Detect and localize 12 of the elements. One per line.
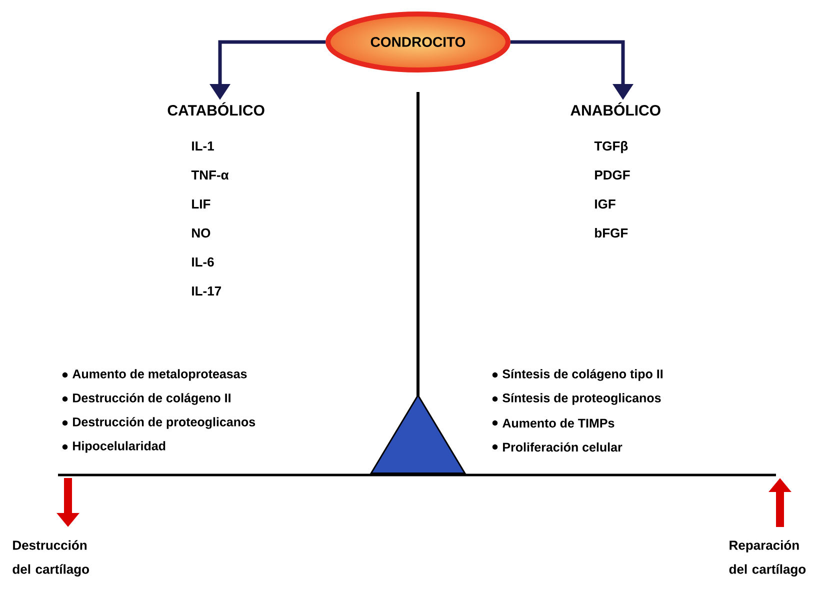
outcome-label: Destrucción del cartílago: [12, 540, 89, 576]
bullet-item: Síntesis de proteoglicanos: [492, 393, 661, 405]
bullet-item: Hipocelularidad: [62, 441, 166, 453]
bullet-item: Síntesis de colágeno tipo II: [492, 369, 662, 381]
bullet-item: Aumento de metaloproteasas: [62, 369, 247, 381]
bullet-item: Destrucción de proteoglicanos: [62, 417, 256, 429]
mediator-list: CATABÓLICO IL-1 TNF-α LIF NO IL-6 IL-17: [168, 102, 264, 296]
bullet-item: Destrucción de colágeno II: [62, 393, 230, 405]
bullet-item: Proliferación celular: [492, 442, 622, 452]
mediator-list: ANABÓLICO TGFβ PDGF IGF bFGF: [570, 102, 660, 238]
outcome-label: Reparación del cartílago: [729, 540, 806, 576]
bullet-item: Aumento de TIMPs: [492, 418, 614, 428]
